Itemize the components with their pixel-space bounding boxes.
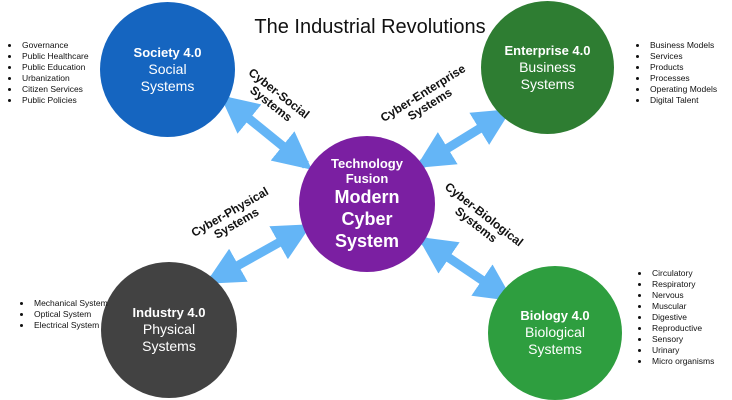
list-item: Public Policies <box>20 95 106 106</box>
list-item: Micro organisms <box>650 356 732 367</box>
list-item: Muscular <box>650 301 732 312</box>
society-line1: Social <box>148 60 187 77</box>
list-item: Urinary <box>650 345 732 356</box>
arrow-cyber-physical <box>205 224 312 284</box>
society-node: Society 4.0 Social Systems <box>100 2 235 137</box>
biology-bullet-list: Circulatory Respiratory Nervous Muscular… <box>636 268 732 367</box>
list-item: Respiratory <box>650 279 732 290</box>
list-item: Services <box>648 51 732 62</box>
list-item: Reproductive <box>650 323 732 334</box>
list-item: Electrical System <box>32 320 112 331</box>
center-line1: Technology <box>331 156 403 171</box>
list-item: Operating Models <box>648 84 732 95</box>
center-line5: System <box>334 231 400 251</box>
center-node: Technology Fusion Modern Cyber System <box>299 136 435 272</box>
list-item: Circulatory <box>650 268 732 279</box>
society-line2: Systems <box>140 77 195 94</box>
center-line3: Modern <box>334 187 400 207</box>
list-item: Public Education <box>20 62 106 73</box>
center-line4: Cyber <box>341 209 393 229</box>
list-item: Processes <box>648 73 732 84</box>
list-item: Optical System <box>32 309 112 320</box>
arrow-cyber-enterprise <box>415 109 512 168</box>
list-item: Sensory <box>650 334 732 345</box>
biology-line2: Systems <box>528 341 582 357</box>
list-item: Business Models <box>648 40 732 51</box>
list-item: Mechanical System <box>32 298 112 309</box>
society-bullet-list: Governance Public Healthcare Public Educ… <box>6 40 106 106</box>
arrow-cyber-social <box>220 95 312 170</box>
list-item: Digital Talent <box>648 95 732 106</box>
enterprise-line2: Systems <box>520 75 575 92</box>
industry-bullet-list: Mechanical System Optical System Electri… <box>18 298 112 331</box>
industry-line2: Systems <box>142 338 196 354</box>
biology-line1: Biological <box>525 324 585 340</box>
enterprise-line1: Business <box>519 58 576 75</box>
industry-line1: Physical <box>142 321 196 337</box>
list-item: Governance <box>20 40 106 51</box>
list-item: Citizen Services <box>20 84 106 95</box>
list-item: Products <box>648 62 732 73</box>
enterprise-bullet-list: Business Models Services Products Proces… <box>634 40 732 106</box>
industry-node: Industry 4.0 Physical Systems <box>101 262 237 398</box>
list-item: Public Healthcare <box>20 51 106 62</box>
arrow-cyber-biological <box>417 236 514 302</box>
society-title: Society 4.0 <box>133 44 202 60</box>
list-item: Urbanization <box>20 73 106 84</box>
industry-title: Industry 4.0 <box>132 305 206 320</box>
biology-title: Biology 4.0 <box>520 308 590 323</box>
list-item: Nervous <box>650 290 732 301</box>
center-line2: Fusion <box>345 171 389 186</box>
list-item: Digestive <box>650 312 732 323</box>
enterprise-node: Enterprise 4.0 Business Systems <box>481 1 614 134</box>
biology-node: Biology 4.0 Biological Systems <box>488 266 622 400</box>
diagram-title: The Industrial Revolutions <box>254 16 486 38</box>
enterprise-title: Enterprise 4.0 <box>504 42 591 58</box>
